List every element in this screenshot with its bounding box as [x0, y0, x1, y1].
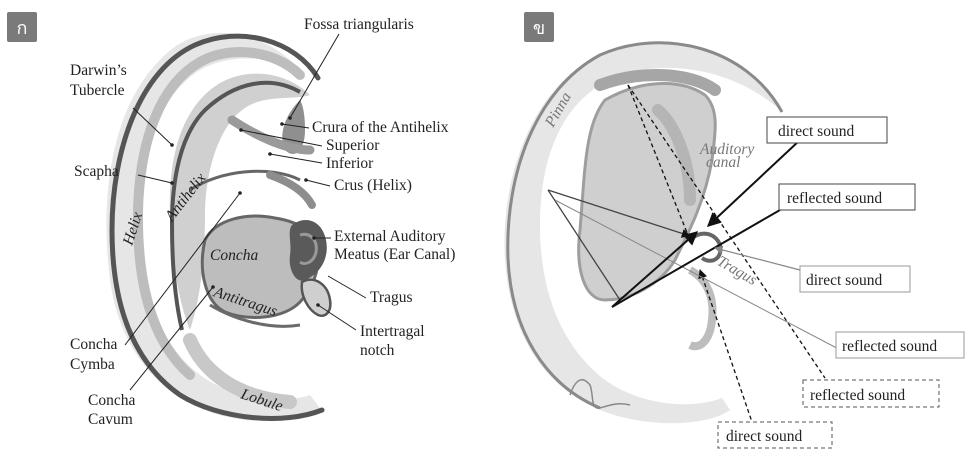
- label-scapha: Scapha: [74, 163, 119, 180]
- marker-scapha: [170, 181, 174, 185]
- label-meatus-line1: External Auditory: [334, 228, 446, 245]
- dashed-path-3: [700, 270, 752, 422]
- box-reflected-1: reflected sound: [779, 184, 915, 210]
- marker-darwin: [170, 143, 174, 147]
- marker-crus: [304, 178, 308, 182]
- marker-cavum: [211, 285, 215, 289]
- marker-meatus: [312, 236, 316, 240]
- box-direct-3: direct sound: [718, 422, 832, 448]
- label-cymba-line1: Concha: [70, 336, 117, 353]
- label-auditory-line2: canal: [706, 154, 740, 171]
- marker-inferior: [268, 152, 272, 156]
- label-intertragal-line2: notch: [360, 342, 395, 359]
- marker-superior: [239, 128, 243, 132]
- label-fossa-triangularis: Fossa triangularis: [304, 16, 414, 33]
- label-intertragal-line1: Intertragal: [360, 323, 425, 340]
- label-darwin-line2: Tubercle: [70, 82, 125, 99]
- leader-crus: [306, 180, 330, 186]
- box-reflected-1-text: reflected sound: [787, 190, 882, 207]
- label-concha: Concha: [210, 247, 258, 264]
- label-superior: Superior: [326, 137, 380, 154]
- label-crura: Crura of the Antihelix: [312, 119, 449, 136]
- label-cavum-line1: Concha: [88, 392, 135, 409]
- box-direct-1: direct sound: [767, 117, 887, 143]
- leader-tragus: [328, 276, 366, 298]
- leader-intertragal: [318, 305, 356, 330]
- box-direct-3-text: direct sound: [726, 428, 802, 445]
- label-cymba-line2: Cymba: [70, 356, 115, 373]
- label-tragus: Tragus: [370, 289, 413, 306]
- marker-intertragal: [316, 303, 320, 307]
- label-meatus-line2: Meatus (Ear Canal): [334, 246, 455, 263]
- box-reflected-2-text: reflected sound: [842, 338, 937, 355]
- label-darwin-line1: Darwin’s: [70, 62, 127, 79]
- box-direct-1-text: direct sound: [778, 123, 854, 140]
- label-inferior: Inferior: [326, 155, 374, 172]
- box-direct-2-text: direct sound: [806, 272, 882, 289]
- marker-crura: [280, 122, 284, 126]
- label-cavum-line2: Cavum: [88, 411, 133, 428]
- box-reflected-2: reflected sound: [836, 332, 964, 358]
- marker-fossa: [288, 116, 292, 120]
- leader-inferior: [270, 154, 322, 163]
- box-reflected-3: reflected sound: [803, 380, 939, 407]
- label-crus-helix: Crus (Helix): [334, 177, 412, 194]
- box-reflected-3-text: reflected sound: [810, 387, 905, 404]
- box-direct-2: direct sound: [800, 266, 910, 292]
